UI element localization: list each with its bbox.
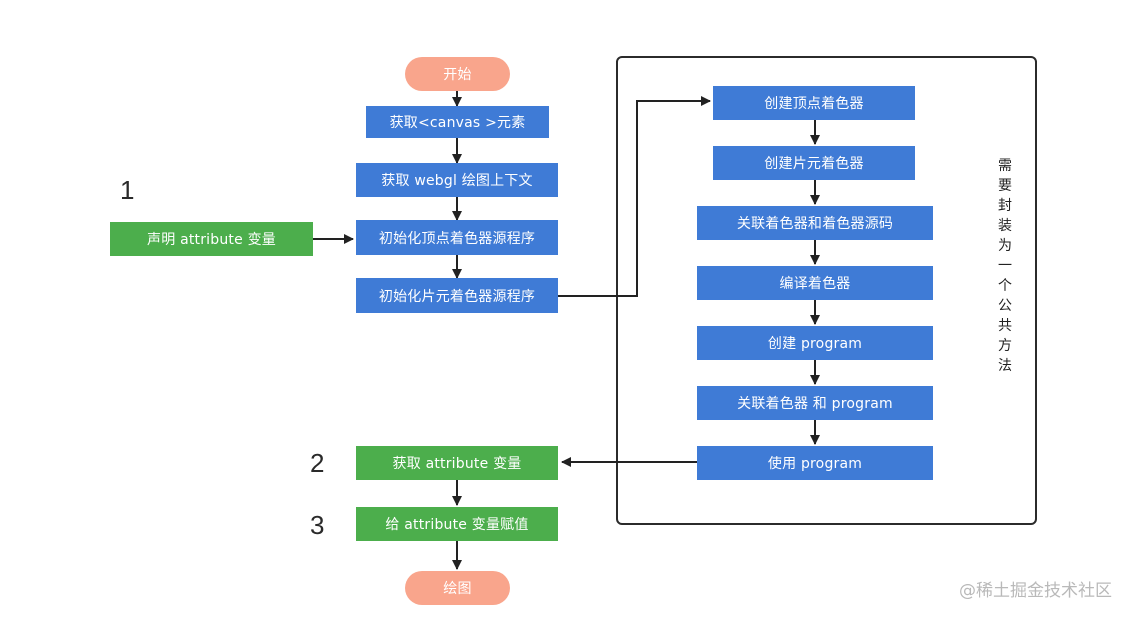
note-char: 共	[998, 318, 1012, 334]
init-fragment-shader-source-node: 初始化片元着色器源程序	[356, 278, 558, 313]
assign-attribute-node: 给 attribute 变量赋值	[356, 507, 558, 541]
shader-group-box	[616, 56, 1037, 525]
declare-attribute-node: 声明 attribute 变量	[110, 222, 313, 256]
step-number-1: 1	[120, 175, 135, 205]
get-canvas-node: 获取<canvas >元素	[366, 106, 549, 138]
note-char: 法	[998, 358, 1012, 374]
start-node: 开始	[405, 57, 510, 91]
note-char: 为	[998, 238, 1012, 254]
note-char: 公	[998, 298, 1012, 314]
note-char: 封	[998, 198, 1012, 214]
use-program-node: 使用 program	[697, 446, 933, 480]
step-number-3: 3	[310, 510, 325, 540]
step-number-2: 2	[310, 448, 325, 478]
link-shader-source-node: 关联着色器和着色器源码	[697, 206, 933, 240]
init-vertex-shader-source-node: 初始化顶点着色器源程序	[356, 220, 558, 255]
note-char: 方	[998, 338, 1012, 354]
get-attribute-node: 获取 attribute 变量	[356, 446, 558, 480]
create-fragment-shader-node: 创建片元着色器	[713, 146, 915, 180]
note-char: 要	[998, 178, 1012, 194]
draw-node: 绘图	[405, 571, 510, 605]
attach-shader-program-node: 关联着色器 和 program	[697, 386, 933, 420]
encapsulate-note: 需 要 封 装 为 一 个 公 共 方 法	[995, 156, 1015, 376]
get-webgl-context-node: 获取 webgl 绘图上下文	[356, 163, 558, 197]
note-char: 个	[998, 278, 1012, 294]
watermark: @稀土掘金技术社区	[959, 581, 1112, 601]
note-char: 需	[998, 158, 1012, 174]
arrow-fragment-src-to-shader-group	[558, 96, 711, 297]
create-vertex-shader-node: 创建顶点着色器	[713, 86, 915, 120]
note-char: 一	[998, 258, 1012, 274]
compile-shader-node: 编译着色器	[697, 266, 933, 300]
create-program-node: 创建 program	[697, 326, 933, 360]
note-char: 装	[998, 218, 1012, 234]
